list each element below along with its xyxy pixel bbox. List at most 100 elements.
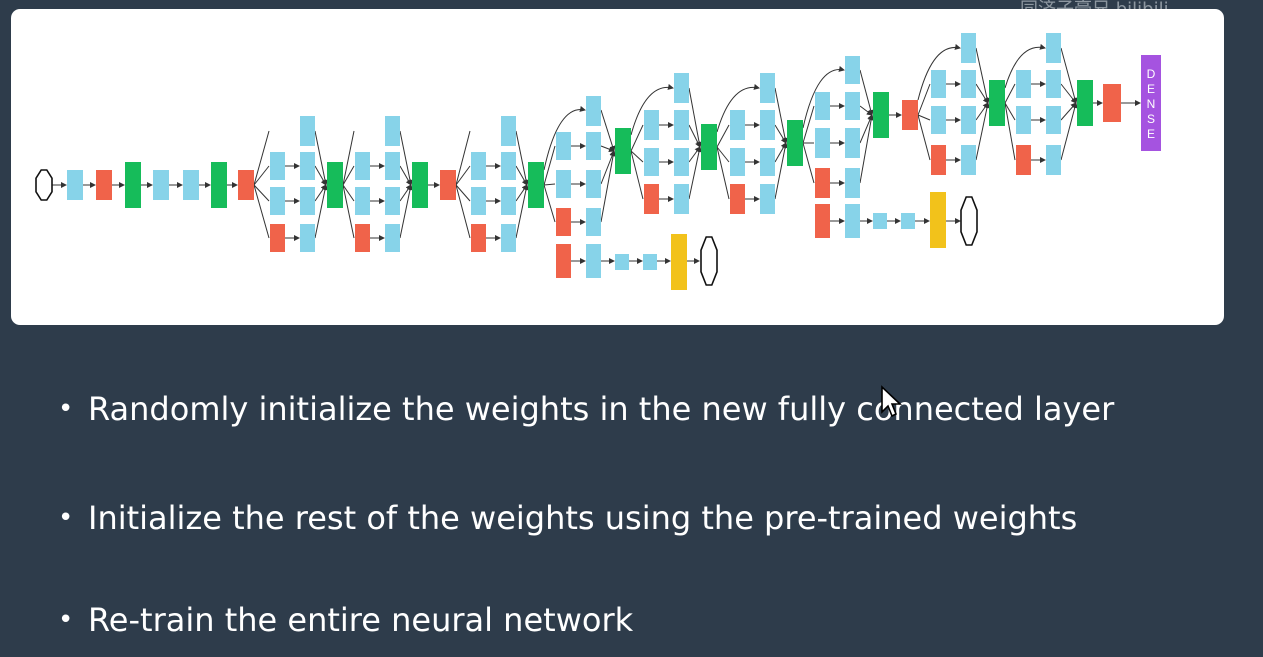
pool-layer xyxy=(471,224,486,252)
edge xyxy=(253,184,270,239)
conv-layer xyxy=(760,73,775,103)
edge xyxy=(688,124,701,148)
conv-layer xyxy=(501,116,516,146)
pool-layer xyxy=(556,244,571,278)
conv-layer xyxy=(586,244,601,278)
dense-layer xyxy=(1141,55,1161,151)
conv-layer xyxy=(674,148,689,176)
edge xyxy=(253,130,270,186)
edge xyxy=(399,184,413,239)
concat-layer xyxy=(1077,80,1093,126)
conv-layer xyxy=(730,110,745,140)
softmax-layer xyxy=(671,234,687,290)
edge xyxy=(688,87,703,148)
concat-layer xyxy=(125,162,141,208)
conv-layer xyxy=(961,33,976,63)
conv-layer xyxy=(183,170,199,200)
edge xyxy=(774,124,787,144)
conv-layer xyxy=(501,187,516,215)
conv-layer xyxy=(471,187,486,215)
conv-layer xyxy=(815,128,830,158)
concat-layer xyxy=(211,162,227,208)
conv-layer xyxy=(67,170,83,200)
concat-layer xyxy=(528,162,544,208)
conv-layer xyxy=(270,152,285,180)
diagram-nodes xyxy=(35,33,1161,290)
edge xyxy=(859,114,873,144)
conv-layer xyxy=(586,132,601,160)
conv-layer xyxy=(674,110,689,140)
conv-layer xyxy=(1016,70,1031,98)
conv-layer xyxy=(845,204,860,238)
pool-layer xyxy=(1103,84,1121,122)
pool-layer xyxy=(815,168,830,198)
bullet-text: Re-train the entire neural network xyxy=(88,601,634,639)
edge xyxy=(774,142,788,200)
edge xyxy=(399,130,413,186)
conv-layer xyxy=(1016,106,1031,134)
concat-layer xyxy=(615,128,631,174)
conv-layer xyxy=(1046,70,1061,98)
edge xyxy=(802,105,815,144)
concat-layer xyxy=(873,92,889,138)
edge xyxy=(342,165,355,186)
edge xyxy=(515,184,529,239)
diagram-edges xyxy=(52,43,1141,264)
conv-layer xyxy=(760,184,775,214)
edge xyxy=(314,130,328,186)
mouse-cursor-icon xyxy=(881,385,903,418)
edge xyxy=(1004,102,1016,161)
pool-layer xyxy=(270,224,285,252)
bullet-dot: • xyxy=(58,394,74,424)
pool-layer xyxy=(1016,145,1031,175)
conv-layer xyxy=(586,170,601,198)
edge xyxy=(1060,102,1078,161)
edge xyxy=(455,184,471,239)
edge xyxy=(1004,83,1016,104)
conv-layer xyxy=(961,106,976,134)
conv-layer xyxy=(961,145,976,175)
edge xyxy=(917,114,931,121)
edge xyxy=(543,105,586,171)
conv-layer xyxy=(501,152,516,180)
edge xyxy=(859,105,873,116)
conv-layer xyxy=(730,148,745,176)
conv-layer xyxy=(300,152,315,180)
concat-layer xyxy=(787,120,803,166)
conv-layer xyxy=(931,70,946,98)
bullet-dot: • xyxy=(58,605,74,635)
conv-layer xyxy=(644,148,659,176)
edge xyxy=(455,130,471,186)
edge xyxy=(716,124,730,148)
conv-layer xyxy=(845,56,860,84)
edge xyxy=(917,83,931,116)
conv-layer xyxy=(385,116,400,146)
conv-layer xyxy=(815,92,830,120)
conv-layer xyxy=(644,110,659,140)
conv-layer xyxy=(355,187,370,215)
conv-layer xyxy=(385,187,400,215)
edge xyxy=(859,69,874,116)
edge xyxy=(253,165,270,186)
edge xyxy=(314,165,327,186)
edge xyxy=(342,184,355,239)
edge xyxy=(859,114,875,184)
conv-layer xyxy=(586,208,601,236)
conv-layer xyxy=(300,224,315,252)
conv-layer xyxy=(1046,145,1061,175)
bullet-item: •Initialize the rest of the weights usin… xyxy=(58,492,1077,544)
edge xyxy=(600,145,615,153)
output-node xyxy=(960,196,978,246)
conv-layer xyxy=(153,170,169,200)
edge xyxy=(314,184,328,239)
edge xyxy=(1004,102,1016,121)
bullet-dot: • xyxy=(58,503,74,533)
edge xyxy=(600,150,617,223)
concat-layer xyxy=(989,80,1005,126)
conv-layer xyxy=(674,73,689,103)
edge xyxy=(600,150,615,185)
pool-layer xyxy=(815,204,830,238)
edge xyxy=(630,84,674,136)
edge xyxy=(716,146,730,200)
